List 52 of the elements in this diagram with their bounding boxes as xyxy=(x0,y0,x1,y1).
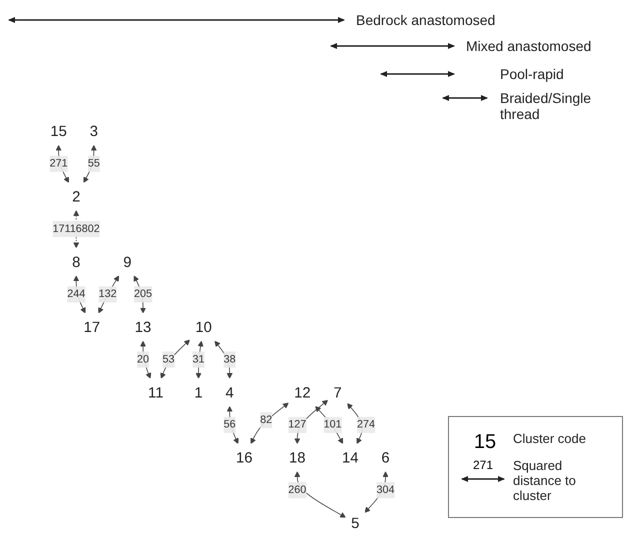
arrow xyxy=(196,340,204,379)
range-label: Bedrock anastomosed xyxy=(356,12,496,28)
edge-label: 17116802 xyxy=(52,223,100,234)
edge-label: 127 xyxy=(288,418,306,430)
edge-label: 38 xyxy=(224,354,236,366)
arrow xyxy=(294,471,346,518)
edge-label: 55 xyxy=(88,158,100,170)
legend-label: Squared distance to cluster xyxy=(513,458,577,503)
range-label: Pool-rapid xyxy=(500,66,564,82)
node-text: 13 xyxy=(134,318,152,336)
node-text: 4 xyxy=(226,384,234,401)
legend-label: Cluster code xyxy=(513,431,586,446)
range-label: Mixed anastomosed xyxy=(466,38,592,54)
node-text: 3 xyxy=(90,122,98,140)
edge-label: 304 xyxy=(376,484,395,496)
arrow xyxy=(315,406,344,444)
arrow xyxy=(250,402,289,444)
edge-label: 101 xyxy=(324,418,342,430)
node-text: 6 xyxy=(381,449,390,466)
edge-label: 271 xyxy=(50,158,68,170)
edge-label: 31 xyxy=(192,354,205,366)
node-text: 1 xyxy=(194,384,203,401)
node-text: 17 xyxy=(84,318,100,336)
node-text: 8 xyxy=(72,253,80,270)
node-text: 16 xyxy=(236,449,253,466)
edge-label: 53 xyxy=(162,354,174,366)
node-text: 15 xyxy=(50,122,67,140)
edge-label: 56 xyxy=(224,418,236,430)
arrow xyxy=(98,275,120,314)
node-text: 2 xyxy=(72,188,80,205)
arrow xyxy=(346,403,363,444)
legend-sample: 271 xyxy=(473,458,494,472)
arrow xyxy=(56,144,70,183)
arrow xyxy=(160,340,190,379)
node-text: 12 xyxy=(294,384,311,401)
node-text: 14 xyxy=(342,449,359,466)
node-text: 11 xyxy=(148,384,164,401)
legend-sample: 15 xyxy=(472,431,498,454)
node-text: 10 xyxy=(195,318,212,336)
node-text: 7 xyxy=(333,384,342,401)
edge-label: 205 xyxy=(134,288,152,300)
edge-label: 132 xyxy=(98,288,117,300)
node-text: 18 xyxy=(289,449,306,466)
arrow xyxy=(294,400,328,444)
edge-label: 20 xyxy=(137,354,150,366)
range-label: Braided/Single thread xyxy=(500,90,592,122)
node-text: 9 xyxy=(123,253,132,270)
edge-label: 244 xyxy=(67,288,86,300)
edge-label: 82 xyxy=(260,414,272,426)
edge-label: 274 xyxy=(357,418,375,430)
node-text: 5 xyxy=(351,514,360,532)
edge-label: 260 xyxy=(288,484,306,496)
